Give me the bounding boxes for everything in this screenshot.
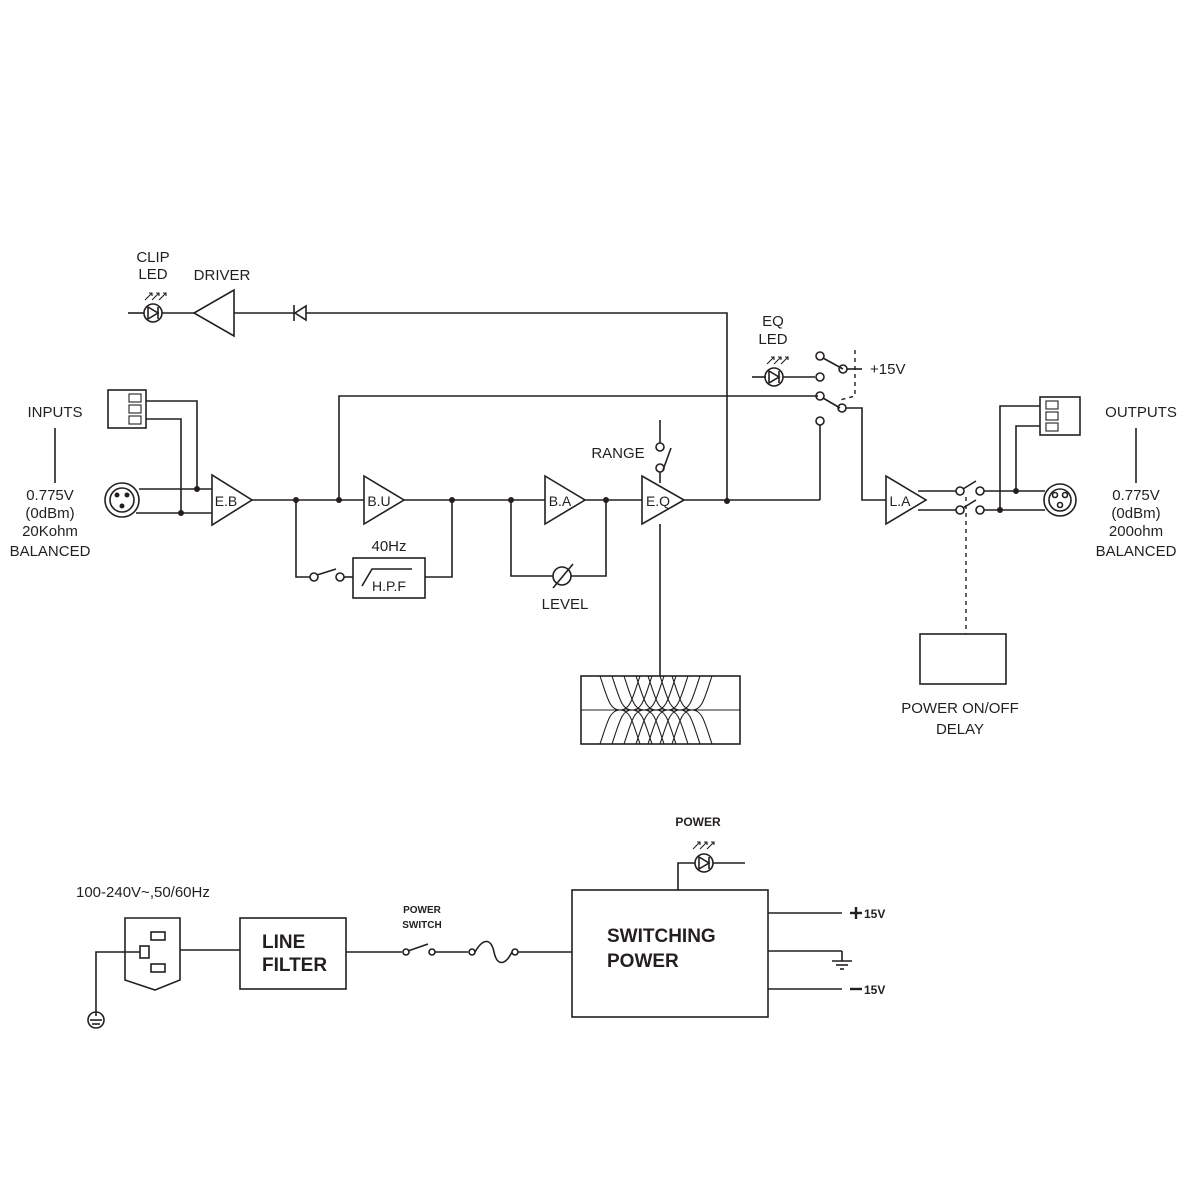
ground-icon <box>87 1011 105 1029</box>
level-loop <box>510 500 607 589</box>
power-led <box>677 841 745 890</box>
line-filter-block <box>239 917 347 990</box>
hpf-loop: H.P.F <box>295 500 453 599</box>
eq-led-label-1: EQ <box>762 313 784 330</box>
eq-frequency-curves-graphic <box>580 675 741 745</box>
eq-led-label-2: LED <box>758 331 787 348</box>
la-label: L.A <box>889 493 911 509</box>
level-label: LEVEL <box>542 596 589 613</box>
input-xlr-jack-icon <box>104 482 212 518</box>
power-switch-label-2: SWITCH <box>402 920 441 931</box>
output-spec-impedance: 200ohm <box>1109 523 1163 540</box>
output-spec-balanced: BALANCED <box>1096 543 1177 560</box>
power-delay-label-1: POWER ON/OFF <box>901 700 1019 717</box>
switching-power-block <box>571 889 769 1018</box>
driver-buffer <box>192 288 294 338</box>
hpf-frequency-label: 40Hz <box>371 538 406 555</box>
plus-15v-supply-label: +15V <box>870 361 905 378</box>
plus-15v-output-label: 15V <box>864 907 885 921</box>
eq-amplifier: E.Q <box>641 474 686 526</box>
led-light-arrows-icon <box>144 292 167 301</box>
eb-label: E.B <box>215 493 238 509</box>
clip-led-label-2: LED <box>138 266 167 283</box>
clip-diode <box>293 304 728 501</box>
power-outputs <box>768 912 843 990</box>
power-led-label: POWER <box>675 815 721 829</box>
iec-power-inlet-icon <box>95 917 240 1016</box>
eq-led <box>752 356 815 387</box>
range-label: RANGE <box>591 445 644 462</box>
ba-amplifier: B.A <box>544 474 587 526</box>
clip-led-label-1: CLIP <box>136 249 169 266</box>
output-relay-icon <box>918 480 1045 634</box>
output-terminal-block-icon <box>999 396 1081 510</box>
power-switch-icon <box>402 943 468 956</box>
power-switch-label-1: POWER <box>403 905 442 916</box>
input-spec-balanced: BALANCED <box>10 543 91 560</box>
range-switch-icon <box>655 420 672 483</box>
hpf-label: H.P.F <box>372 578 406 594</box>
bu-label: B.U <box>367 493 390 509</box>
line-filter-label-1: LINE <box>262 932 305 953</box>
input-spec-impedance: 20Kohm <box>22 523 78 540</box>
input-spec-dbm: (0dBm) <box>25 505 74 522</box>
ba-label: B.A <box>549 493 572 509</box>
output-spec-voltage: 0.775V <box>1112 487 1160 504</box>
led-light-arrows-icon <box>692 841 715 850</box>
output-xlr-jack-icon <box>1043 483 1077 517</box>
eb-amplifier: E.B <box>211 473 254 527</box>
outputs-label: OUTPUTS <box>1105 404 1177 421</box>
input-spec-voltage: 0.775V <box>26 487 74 504</box>
output-spec-dbm: (0dBm) <box>1111 505 1160 522</box>
switching-power-label-1: SWITCHING <box>607 926 716 947</box>
bu-amplifier: B.U <box>363 474 406 526</box>
input-terminal-block-icon <box>107 389 198 513</box>
ground-icon <box>832 960 852 970</box>
minus-15v-output-label: 15V <box>864 983 885 997</box>
la-amplifier: L.A <box>885 474 928 526</box>
clip-led <box>128 292 194 323</box>
led-light-arrows-icon <box>766 356 789 365</box>
eq-label: E.Q <box>646 493 670 509</box>
power-delay-label-2: DELAY <box>936 721 984 738</box>
hpf-block <box>352 557 426 599</box>
eq-bypass-switch-icon <box>815 350 886 501</box>
line-filter-label-2: FILTER <box>262 955 327 976</box>
inputs-label: INPUTS <box>27 404 82 421</box>
driver-label: DRIVER <box>194 267 251 284</box>
power-delay-block <box>919 633 1007 685</box>
plus-sign-icon <box>850 907 862 919</box>
mains-input-label: 100-240V~,50/60Hz <box>76 884 210 901</box>
bypass-line <box>338 395 818 500</box>
switching-power-label-2: POWER <box>607 951 679 972</box>
fuse-icon <box>468 940 572 964</box>
